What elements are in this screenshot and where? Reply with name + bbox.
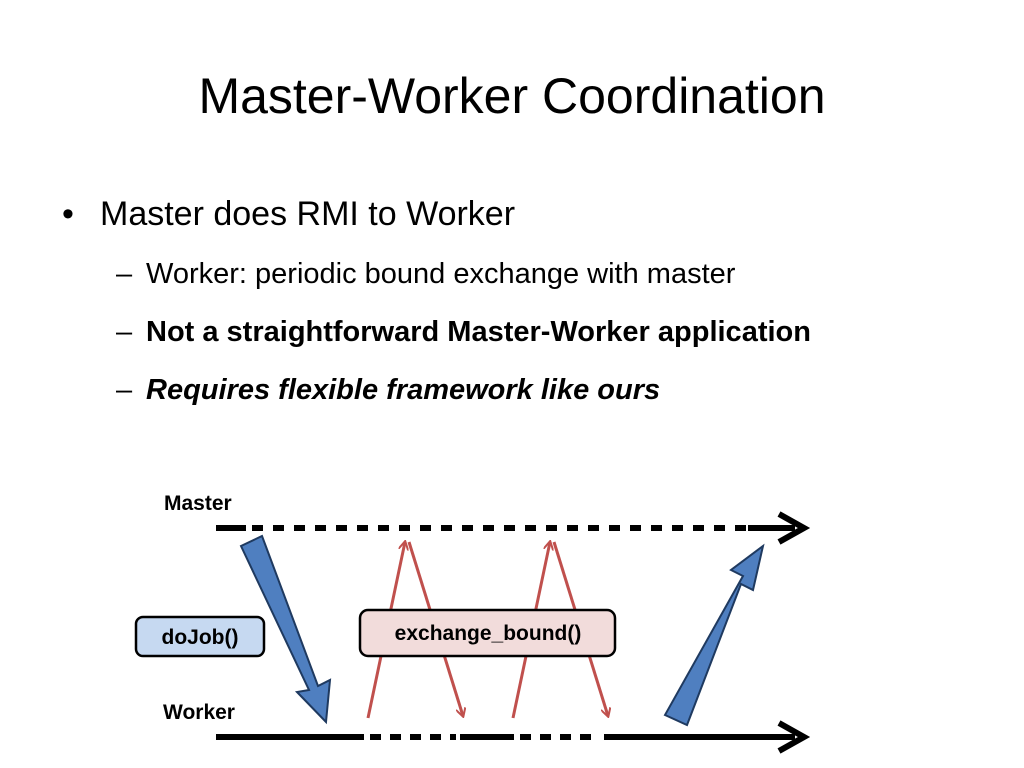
dash-glyph: – <box>116 258 133 290</box>
master-arrowhead-icon <box>777 511 811 545</box>
dojob-box <box>134 615 266 658</box>
subbullet-text: Worker: periodic bound exchange with mas… <box>146 258 736 290</box>
exchange-label: exchange_bound() <box>395 622 582 645</box>
worker-arrowhead-icon <box>777 720 811 754</box>
return-up-arrow-icon <box>663 543 765 727</box>
master-timeline <box>216 511 811 545</box>
subbullet-text: Requires flexible framework like ours <box>146 374 661 406</box>
dash-glyph: – <box>116 316 133 348</box>
worker-label: Worker <box>163 701 235 724</box>
subbullet-text: Not a straightforward Master-Worker appl… <box>146 316 811 348</box>
bullet-text: Master does RMI to Worker <box>100 195 516 233</box>
worker-timeline <box>216 720 811 754</box>
bullet-glyph: • <box>62 195 74 233</box>
dojob-label: doJob() <box>162 626 239 649</box>
master-label: Master <box>164 492 232 515</box>
dash-glyph: – <box>116 374 133 406</box>
exchange-box <box>358 608 617 658</box>
rmi-down-arrow-icon <box>239 534 332 725</box>
slide-title: Master-Worker Coordination <box>198 68 826 124</box>
